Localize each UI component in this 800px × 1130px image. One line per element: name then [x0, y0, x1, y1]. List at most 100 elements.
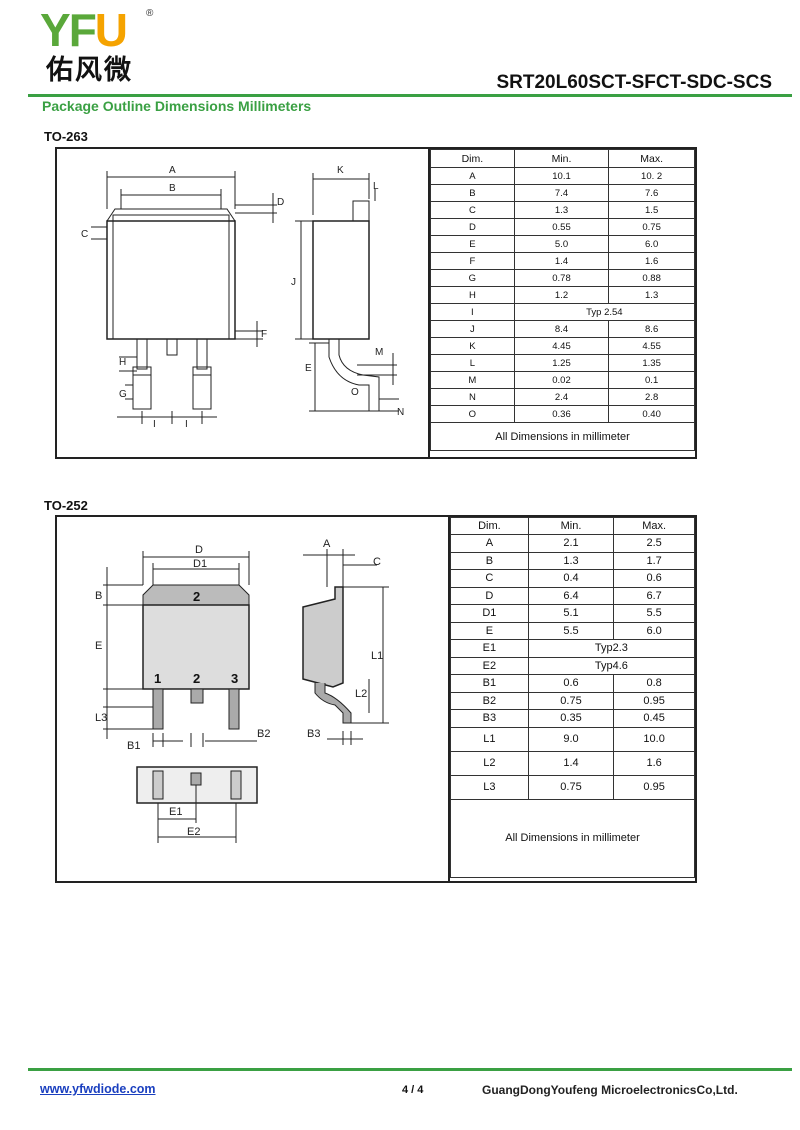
dim-cell: L2	[450, 750, 529, 776]
max-cell: 0.95	[613, 774, 695, 800]
header-divider	[28, 94, 792, 97]
max-cell: 0.1	[608, 371, 695, 389]
max-cell: 8.6	[608, 320, 695, 338]
pin-1-label: 1	[154, 671, 161, 686]
max-cell: 1.5	[608, 201, 695, 219]
dim-label-l2: L2	[355, 688, 367, 700]
dim-label-i2: I	[185, 419, 188, 430]
dim-cell: I	[430, 303, 515, 321]
tab-2-label: 2	[193, 589, 200, 604]
min-cell: 1.4	[513, 252, 610, 270]
dim-label-e: E	[95, 640, 102, 652]
max-cell: 10. 2	[608, 167, 695, 185]
max-cell: 1.6	[608, 252, 695, 270]
dim-label-b: B	[95, 590, 102, 602]
website-link[interactable]: www.yfwdiode.com	[40, 1082, 156, 1096]
min-cell: 4.45	[513, 337, 610, 355]
min-cell: 0.75	[527, 691, 615, 710]
header-max: Max.	[608, 149, 695, 168]
table-header-row: Dim. Min. Max.	[430, 149, 695, 168]
header-dim: Dim.	[450, 517, 529, 535]
dim-cell: F	[430, 252, 515, 270]
to263-divider	[428, 149, 430, 457]
min-cell: 1.3	[513, 201, 610, 219]
min-cell: 6.4	[527, 586, 615, 605]
header-dim: Dim.	[430, 149, 515, 168]
dim-label-e2: E2	[187, 826, 200, 838]
dim-cell: A	[430, 167, 515, 185]
min-cell: 0.75	[527, 774, 615, 800]
dim-cell: B1	[450, 674, 529, 693]
max-cell: 0.88	[608, 269, 695, 287]
dim-cell: J	[430, 320, 515, 338]
dim-cell: N	[430, 388, 515, 406]
dim-label-g: G	[119, 389, 127, 400]
pin-3-label: 3	[231, 671, 238, 686]
dim-cell: G	[430, 269, 515, 287]
header-min: Min.	[513, 149, 610, 168]
registered-mark: ®	[146, 8, 154, 19]
dim-label-l: L	[373, 181, 379, 192]
max-cell: 6.0	[608, 235, 695, 253]
max-cell: 4.55	[608, 337, 695, 355]
dim-label-b3: B3	[307, 728, 320, 740]
dim-cell: E2	[450, 656, 529, 675]
min-cell: 0.35	[527, 709, 615, 728]
max-cell: 0.75	[608, 218, 695, 236]
min-cell: 1.25	[513, 354, 610, 372]
dim-cell: H	[430, 286, 515, 304]
dim-label-f: F	[261, 329, 267, 340]
dim-cell: B2	[450, 691, 529, 710]
to263-label: TO-263	[44, 129, 88, 144]
table-note-row: All Dimensions in millimeter	[430, 422, 695, 451]
min-cell: 0.4	[527, 569, 615, 588]
dim-label-a: A	[169, 165, 176, 176]
table-header-row: Dim. Min. Max.	[450, 517, 695, 535]
footer-divider	[28, 1068, 792, 1071]
dim-label-e1: E1	[169, 806, 182, 818]
max-cell: 0.40	[608, 405, 695, 423]
page-number: 4 / 4	[402, 1084, 424, 1096]
dim-label-i1: I	[153, 419, 156, 430]
dim-cell: C	[430, 201, 515, 219]
min-cell: 9.0	[527, 726, 615, 752]
min-cell: 0.36	[513, 405, 610, 423]
max-cell: 1.7	[613, 551, 695, 570]
header-min: Min.	[527, 517, 615, 535]
max-cell: 2.5	[613, 534, 695, 553]
max-cell: 5.5	[613, 604, 695, 623]
dim-label-h: H	[119, 357, 126, 368]
max-cell: 10.0	[613, 726, 695, 752]
header-max: Max.	[613, 517, 695, 535]
to263-drawing: A B C D E F G H I I J K L M N O	[81, 165, 404, 430]
dim-cell: B3	[450, 709, 529, 728]
table-note: All Dimensions in millimeter	[450, 798, 695, 878]
max-cell: 7.6	[608, 184, 695, 202]
dim-label-n: N	[397, 407, 404, 418]
pin-2-label: 2	[193, 671, 200, 686]
dim-cell: D	[430, 218, 515, 236]
dim-label-l1: L1	[371, 650, 383, 662]
to252-label: TO-252	[44, 498, 88, 513]
min-cell: 5.0	[513, 235, 610, 253]
min-cell: Typ 2.54	[513, 303, 696, 321]
dim-cell: K	[430, 337, 515, 355]
